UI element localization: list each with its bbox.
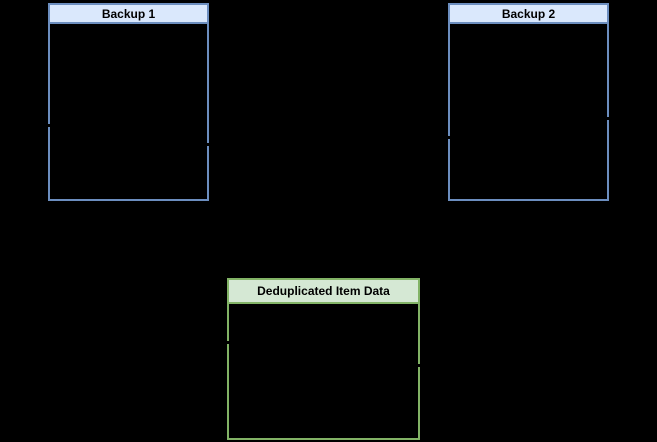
connector-tick <box>204 143 213 146</box>
node-deduplicated-item-data-label: Deduplicated Item Data <box>257 284 390 298</box>
node-deduplicated-item-data-header: Deduplicated Item Data <box>229 280 418 304</box>
node-deduplicated-item-data-body <box>229 304 418 438</box>
node-backup-2-body <box>450 24 607 199</box>
node-deduplicated-item-data: Deduplicated Item Data <box>227 278 420 440</box>
node-backup-1-body <box>50 24 207 199</box>
node-backup-1-label: Backup 1 <box>101 6 156 21</box>
connector-tick <box>223 341 232 344</box>
connector-tick <box>415 364 424 367</box>
node-backup-2-header: Backup 2 <box>450 5 607 24</box>
node-backup-2-label: Backup 2 <box>501 6 556 21</box>
connector-tick <box>44 124 53 127</box>
node-backup-1: Backup 1 <box>48 3 209 201</box>
connector-tick <box>604 117 613 120</box>
node-backup-1-header: Backup 1 <box>50 5 207 24</box>
connector-tick <box>444 136 453 139</box>
node-backup-2: Backup 2 <box>448 3 609 201</box>
